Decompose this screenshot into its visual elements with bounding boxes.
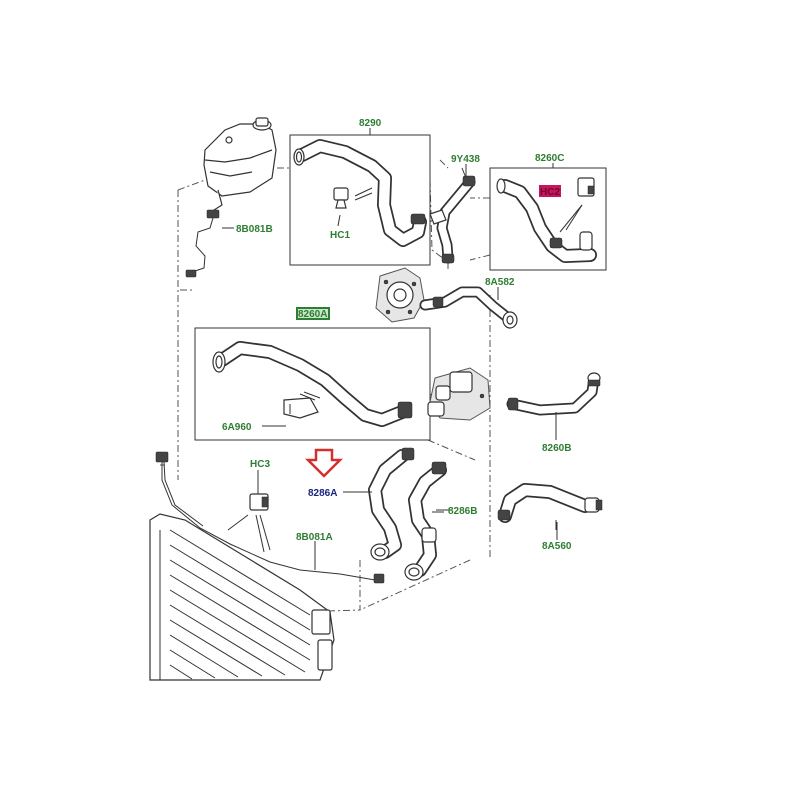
- thermostat-housing: [427, 367, 491, 421]
- label-8B081A: 8B081A: [296, 532, 333, 543]
- hose-8286A: [368, 447, 415, 561]
- hose-8260B: [506, 372, 601, 416]
- hose-8260C: [496, 177, 597, 263]
- label-8B081B: 8B081B: [236, 224, 273, 235]
- water-pump: [375, 267, 425, 323]
- hose-8A582: [419, 286, 518, 329]
- label-9Y438: 9Y438: [451, 154, 480, 165]
- label-8A560: 8A560: [542, 541, 572, 552]
- group-box-8260C: [489, 167, 607, 271]
- label-8A582: 8A582: [485, 277, 515, 288]
- expansion-tank: [203, 117, 277, 211]
- sensor-wire-8B081A: [155, 451, 385, 584]
- label-8260A-highlight: [296, 307, 330, 320]
- leader-lines: [222, 128, 558, 570]
- label-8286A: 8286A: [308, 488, 337, 499]
- hose-8290: [293, 139, 427, 247]
- label-8290: 8290: [359, 118, 382, 129]
- radiator: [149, 513, 335, 681]
- label-8260C: 8260C: [535, 153, 564, 164]
- label-HC2: HC2: [540, 187, 560, 198]
- group-box-8260A: [194, 327, 431, 441]
- label-HC2-highlight: [539, 185, 561, 197]
- hose-8A560: [497, 483, 603, 530]
- label-8260A: 8260A: [298, 309, 327, 320]
- label-HC1: HC1: [330, 230, 350, 241]
- hose-8286B: [404, 461, 447, 581]
- group-box-8290: [289, 134, 431, 266]
- label-8260B: 8260B: [542, 443, 571, 454]
- pipe-9Y438: [429, 167, 476, 264]
- highlight-arrow: [304, 448, 344, 478]
- hose-8260A: [212, 341, 413, 427]
- clip-HC3: [227, 484, 271, 553]
- label-8286B: 8286B: [448, 506, 477, 517]
- label-6A960: 6A960: [222, 422, 252, 433]
- label-HC3: HC3: [250, 459, 270, 470]
- sensor-wire-8B081B: [185, 209, 232, 278]
